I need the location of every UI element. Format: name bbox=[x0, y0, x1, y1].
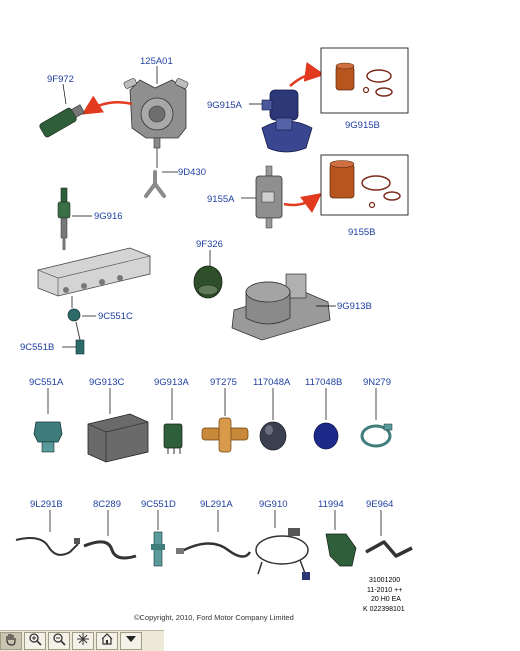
reference-code-block: 31001200 11-2010 ++ 20 H0 EA K 022398101 bbox=[363, 577, 405, 613]
label-8C289[interactable]: 8C289 bbox=[93, 499, 121, 510]
label-117048B[interactable]: 117048B bbox=[305, 377, 342, 388]
part-9L291B[interactable]: 9L291B bbox=[15, 499, 80, 556]
part-9C551D[interactable]: 9C551D bbox=[141, 499, 176, 567]
hose-tee-9D430[interactable]: 9D430 bbox=[144, 148, 206, 198]
zoom-in-icon bbox=[28, 632, 42, 651]
injector-rail[interactable] bbox=[37, 238, 151, 297]
label-9T275[interactable]: 9T275 bbox=[210, 377, 237, 388]
label-9L291B[interactable]: 9L291B bbox=[30, 499, 63, 510]
label-9155A[interactable]: 9155A bbox=[207, 194, 235, 205]
label-9F326[interactable]: 9F326 bbox=[196, 239, 223, 250]
filter-kit-9155B[interactable]: 9155B bbox=[320, 154, 409, 238]
sensor-9F972[interactable]: 9F972 bbox=[39, 74, 86, 138]
filter-kit-9G915B[interactable]: 9G915B bbox=[320, 47, 409, 131]
label-9C551C[interactable]: 9C551C bbox=[98, 311, 133, 322]
label-9G913C[interactable]: 9G913C bbox=[89, 377, 125, 388]
arrow-9G915B bbox=[289, 61, 325, 87]
parts-diagram: 125A01 9F972 9D430 9G915A bbox=[15, 47, 413, 622]
code-line-3: 20 H0 EA bbox=[371, 596, 401, 603]
home-button[interactable] bbox=[96, 632, 118, 650]
label-9C551A[interactable]: 9C551A bbox=[29, 377, 64, 388]
hand-icon bbox=[4, 632, 18, 651]
label-9G915B[interactable]: 9G915B bbox=[345, 120, 380, 131]
arrow-9F972 bbox=[81, 95, 133, 115]
label-125A01[interactable]: 125A01 bbox=[140, 56, 173, 67]
sensor-9G916[interactable]: 9G916 bbox=[57, 187, 123, 239]
part-117048B[interactable]: 117048B bbox=[305, 377, 342, 450]
part-9C551A[interactable]: 9C551A bbox=[29, 377, 64, 453]
vaporizer-125A01[interactable]: 125A01 bbox=[123, 56, 189, 149]
label-9N279[interactable]: 9N279 bbox=[363, 377, 391, 388]
label-9G913B[interactable]: 9G913B bbox=[337, 301, 372, 312]
fit-button[interactable] bbox=[72, 632, 94, 650]
pan-button[interactable] bbox=[0, 632, 22, 650]
part-9E964[interactable]: 9E964 bbox=[365, 499, 413, 558]
fuel-filter-9155A[interactable]: 9155A bbox=[207, 165, 283, 229]
label-117048A[interactable]: 117048A bbox=[253, 377, 291, 388]
label-9G915A[interactable]: 9G915A bbox=[207, 100, 243, 111]
nozzle-9C551B[interactable]: 9C551B bbox=[20, 321, 85, 355]
label-9C551B[interactable]: 9C551B bbox=[20, 342, 54, 353]
arrow-9155B bbox=[283, 193, 323, 213]
code-line-2: 11-2010 ++ bbox=[367, 587, 402, 594]
copyright-text: ©Copyright, 2010, Ford Motor Company Lim… bbox=[134, 613, 294, 622]
code-line-4: K 022398101 bbox=[363, 606, 405, 613]
fit-icon bbox=[76, 632, 90, 651]
valve-9F326[interactable]: 9F326 bbox=[193, 239, 223, 299]
dropdown-icon bbox=[124, 632, 138, 651]
part-9G913A[interactable]: 9G913A bbox=[154, 377, 190, 454]
filter-housing-9G915A[interactable]: 9G915A bbox=[207, 89, 313, 153]
nozzle-9C551C[interactable]: 9C551C bbox=[67, 296, 133, 322]
label-9155B[interactable]: 9155B bbox=[348, 227, 375, 238]
part-117048A[interactable]: 117048A bbox=[253, 377, 291, 451]
label-9L291A[interactable]: 9L291A bbox=[200, 499, 233, 510]
label-9D430[interactable]: 9D430 bbox=[178, 167, 206, 178]
zoom-in-button[interactable] bbox=[24, 632, 46, 650]
label-9G916[interactable]: 9G916 bbox=[94, 211, 123, 222]
label-9C551D[interactable]: 9C551D bbox=[141, 499, 176, 510]
zoom-out-icon bbox=[52, 632, 66, 651]
label-9G913A[interactable]: 9G913A bbox=[154, 377, 190, 388]
home-icon bbox=[100, 632, 114, 651]
part-8C289[interactable]: 8C289 bbox=[83, 499, 137, 560]
part-9N279[interactable]: 9N279 bbox=[360, 377, 393, 448]
part-9L291A[interactable]: 9L291A bbox=[176, 499, 252, 558]
code-line-1: 31001200 bbox=[369, 577, 400, 584]
label-9G910[interactable]: 9G910 bbox=[259, 499, 288, 510]
part-9G913C[interactable]: 9G913C bbox=[87, 377, 149, 463]
ecu-9G913B[interactable]: 9G913B bbox=[231, 273, 372, 341]
label-9E964[interactable]: 9E964 bbox=[366, 499, 393, 510]
label-9F972[interactable]: 9F972 bbox=[47, 74, 74, 85]
label-11994[interactable]: 11994 bbox=[318, 499, 344, 510]
viewer-toolbar bbox=[0, 630, 164, 651]
part-11994[interactable]: 11994 bbox=[318, 499, 357, 567]
menu-dropdown-button[interactable] bbox=[120, 632, 142, 650]
part-9T275[interactable]: 9T275 bbox=[201, 377, 249, 453]
zoom-out-button[interactable] bbox=[48, 632, 70, 650]
part-9G910[interactable]: 9G910 bbox=[255, 499, 310, 580]
